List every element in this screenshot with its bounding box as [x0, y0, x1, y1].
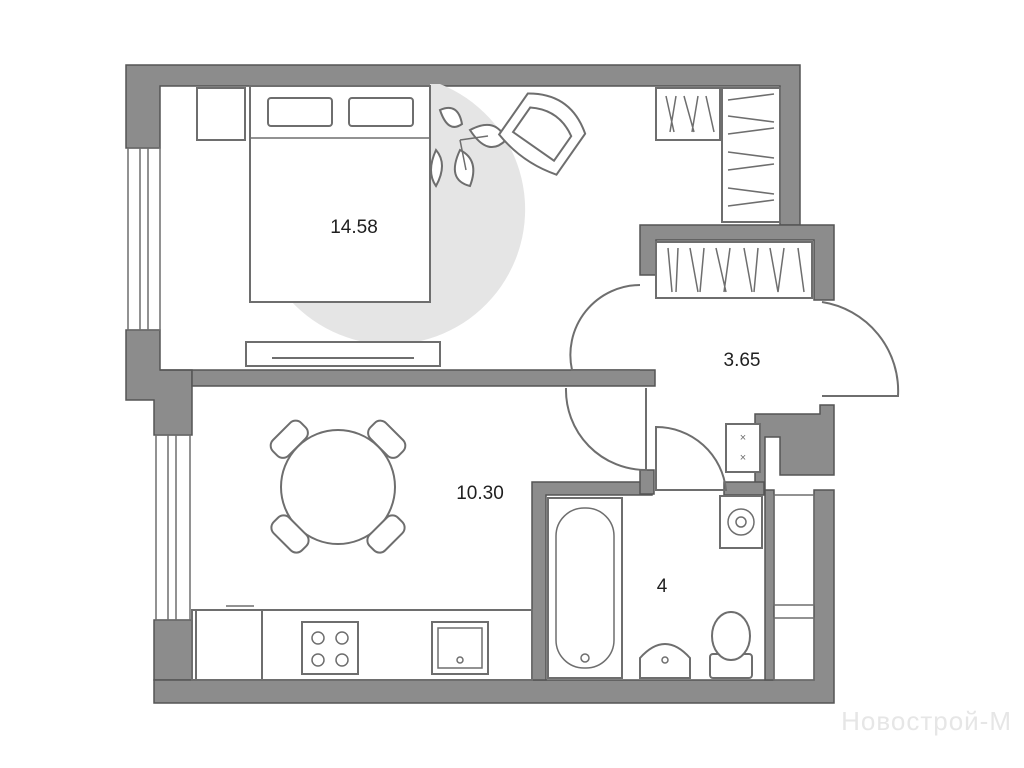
toilet — [709, 611, 753, 679]
room-area-kitchen: 10.30 — [456, 483, 504, 504]
pillow-right — [348, 97, 414, 127]
rug — [290, 84, 526, 345]
walls — [125, 64, 835, 704]
door-swing-entrance-right — [821, 301, 900, 397]
wardrobe-bedroom — [655, 87, 781, 223]
washing-machine — [719, 495, 763, 549]
electrical-panel — [725, 423, 761, 473]
bathroom: 4 — [547, 495, 763, 679]
armchair — [497, 92, 587, 176]
wall-stub-1 — [639, 469, 655, 495]
wall-partition — [160, 369, 656, 387]
dining-chairs — [269, 419, 407, 554]
wall-niche — [639, 224, 835, 301]
svg-text:×: × — [740, 432, 746, 444]
windows — [127, 147, 815, 681]
window-kitchen — [155, 434, 191, 621]
wall-left-mid — [125, 329, 193, 436]
window-right-1 — [773, 494, 815, 606]
wall-stub-2 — [723, 481, 765, 496]
stove — [301, 621, 359, 675]
svg-text:×: × — [740, 452, 746, 464]
hall: 3.65 × × — [564, 284, 900, 491]
pillow-left — [267, 97, 333, 127]
window-bedroom — [127, 147, 161, 331]
room-area-hall: 3.65 — [724, 350, 761, 371]
wash-basin — [639, 643, 691, 679]
nightstand — [196, 87, 246, 141]
window-right-2 — [773, 617, 815, 681]
door-swing-kitchen — [564, 387, 647, 472]
watermark: Новострой-М — [841, 706, 1012, 736]
room-area-bathroom: 4 — [657, 576, 668, 597]
bathtub — [547, 497, 623, 679]
dining-table — [280, 429, 396, 545]
kitchen-sink — [431, 621, 489, 675]
kitchen: 10.30 — [191, 419, 533, 681]
bedroom: 14.58 — [196, 84, 587, 367]
room-area-bedroom: 14.58 — [330, 217, 378, 238]
fridge — [195, 609, 263, 681]
tv-stand — [245, 341, 441, 367]
wall-right-low — [754, 404, 835, 491]
wardrobe-hall — [655, 241, 813, 299]
wall-left-low — [153, 619, 193, 681]
wall-bath-right — [764, 489, 775, 681]
door-swing-entrance-left — [569, 284, 641, 371]
plant-icon — [430, 106, 508, 188]
door-swing-bath — [655, 425, 728, 491]
